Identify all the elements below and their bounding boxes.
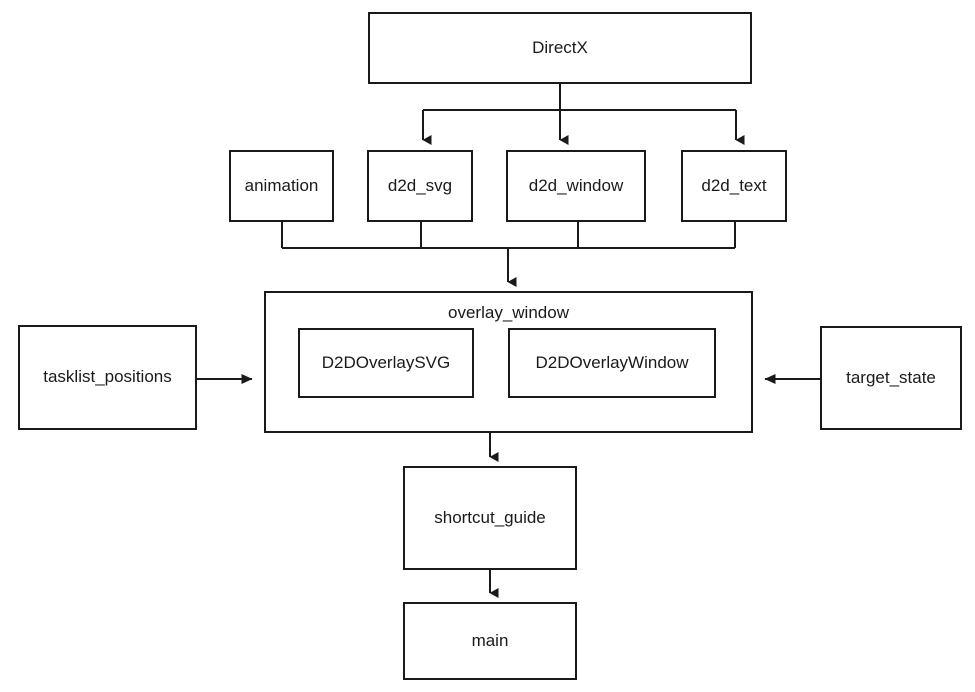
node-d2d-overlay-window[interactable]: D2DOverlayWindow: [508, 328, 716, 398]
node-d2d-overlay-window-label: D2DOverlayWindow: [535, 353, 689, 372]
node-directx[interactable]: DirectX: [368, 12, 752, 84]
node-target-state-label: target_state: [846, 367, 936, 387]
node-overlay-window[interactable]: overlay_window: [264, 291, 753, 433]
node-tasklist-positions[interactable]: tasklist_positions: [18, 325, 197, 430]
node-main-label: main: [471, 630, 509, 650]
node-d2d-window[interactable]: d2d_window: [506, 150, 646, 222]
node-d2d-overlay-svg[interactable]: D2DOverlaySVG: [298, 328, 474, 398]
node-target-state[interactable]: target_state: [820, 326, 962, 430]
node-d2d-svg[interactable]: d2d_svg: [367, 150, 473, 222]
node-d2d-overlay-svg-label: D2DOverlaySVG: [321, 353, 451, 372]
node-animation[interactable]: animation: [229, 150, 334, 222]
node-d2d-svg-label: d2d_svg: [387, 175, 453, 195]
node-tasklist-positions-label: tasklist_positions: [43, 367, 172, 387]
node-main[interactable]: main: [403, 602, 577, 680]
node-shortcut-guide-label: shortcut_guide: [434, 507, 546, 527]
node-d2d-window-label: d2d_window: [528, 175, 624, 195]
node-d2d-text-label: d2d_text: [701, 175, 767, 195]
node-directx-label: DirectX: [532, 37, 588, 57]
node-overlay-window-label: overlay_window: [448, 303, 569, 322]
node-d2d-text[interactable]: d2d_text: [681, 150, 787, 222]
node-animation-label: animation: [244, 175, 319, 195]
node-shortcut-guide[interactable]: shortcut_guide: [403, 466, 577, 570]
